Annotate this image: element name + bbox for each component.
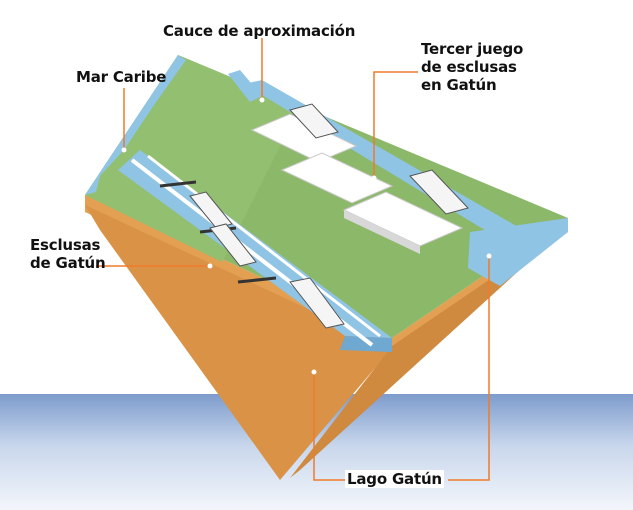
leader-lago-left xyxy=(313,372,345,481)
terrain-front-face-lower xyxy=(85,205,392,480)
leader-dot-cauce xyxy=(259,97,265,103)
basin-2 xyxy=(280,152,394,204)
leader-dot-esclusas xyxy=(207,263,213,269)
ship-4 xyxy=(289,103,339,139)
leader-dot-tercer xyxy=(371,175,377,181)
label-esclusas-gatun: Esclusas de Gatún xyxy=(30,236,106,272)
label-esclusas-line2: de Gatún xyxy=(30,254,106,272)
approach-channel xyxy=(228,70,262,102)
caribbean-sea xyxy=(85,55,186,195)
leader-dot-caribe xyxy=(121,147,127,153)
leader-lago-right xyxy=(448,256,490,481)
ship-1 xyxy=(189,191,233,229)
lock-gate-3 xyxy=(237,276,277,284)
leader-dot-lago-right xyxy=(486,253,492,259)
terrain-shading xyxy=(85,55,300,262)
basin-3-side xyxy=(344,210,420,254)
right-lake-inlet xyxy=(468,218,568,286)
label-mar-caribe: Mar Caribe xyxy=(76,68,167,86)
leader-tercer xyxy=(373,71,418,178)
label-tercer-line3: en Gatún xyxy=(421,76,497,94)
terrain-right-face-lower xyxy=(290,226,568,478)
label-tercer-line1: Tercer juego xyxy=(421,40,524,58)
ship-3 xyxy=(289,277,345,329)
lock-wall-center xyxy=(147,154,381,338)
ship-5 xyxy=(409,169,469,215)
label-esclusas-line1: Esclusas xyxy=(30,236,101,254)
leader-dot-lago-left xyxy=(311,369,317,375)
lock-gate-1 xyxy=(159,180,197,188)
label-tercer-juego: Tercer juego de esclusas en Gatún xyxy=(421,40,523,94)
label-tercer-line2: de esclusas xyxy=(421,58,517,76)
existing-canal-edge xyxy=(340,336,392,352)
label-cauce-aproximacion: Cauce de aproximación xyxy=(163,22,356,40)
basin-1 xyxy=(250,113,358,163)
label-lago-gatun: Lago Gatún xyxy=(345,470,444,488)
ship-2 xyxy=(209,223,257,267)
